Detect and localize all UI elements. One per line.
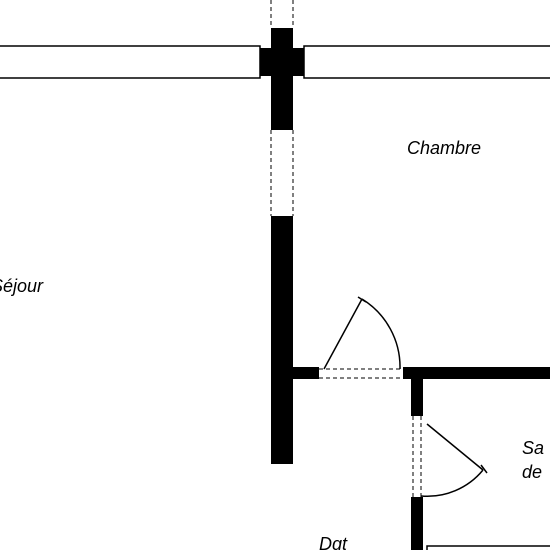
window-top-left [0,45,261,79]
wall-stub-chambre-door [293,367,319,379]
door-leaf-chambre [323,298,363,370]
wall-salle-left-upper [411,379,423,416]
room-label-salle-line1: Sa [522,438,544,458]
door-leaf-salle-tick [480,464,488,474]
room-label-chambre: Chambre [407,138,481,158]
window-top-right [303,45,550,79]
wall-vertical-main [271,216,293,464]
room-label-sejour: Séjour [0,276,44,296]
door-leaf-salle [426,423,484,471]
door-swing-salle [420,469,484,498]
wall-salle-left-lower [411,497,423,550]
wall-junction-vertical [271,28,293,130]
door-swing-chambre [361,298,401,370]
wall-salle-top [403,367,550,379]
fixture-bottom-right [426,545,550,550]
room-label-dgt: Dgt [319,534,348,550]
wall-junction-horizontal [260,48,304,76]
room-label-salle-line2: de [522,462,542,482]
